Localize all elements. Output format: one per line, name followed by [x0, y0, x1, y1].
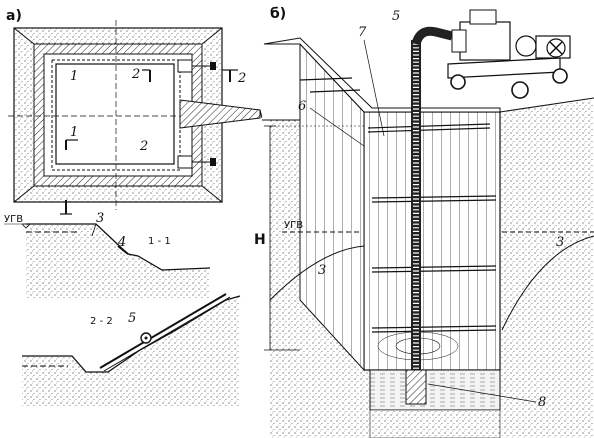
- plan-callout-1b: 1: [70, 125, 78, 140]
- hose-filter: [405, 369, 427, 405]
- plan-callout-2c: 2: [237, 71, 246, 86]
- panel-a-label: а): [6, 8, 22, 24]
- section-mark-1-bottom: [60, 200, 72, 215]
- section-mark-1-top: [65, 139, 78, 150]
- section-1-1-callout-4: 4: [117, 235, 126, 250]
- section-mark-2-outer: [222, 69, 238, 82]
- pit-bottom-gravel: [369, 409, 501, 438]
- section-1-1-title: 1 - 1: [148, 236, 171, 247]
- panel-b-callout-3-left: 3: [318, 263, 326, 278]
- section-2-2-ground: [22, 296, 240, 406]
- section-1-1: УГВ 1 - 1 3 4: [4, 211, 211, 298]
- panel-b-callout-6: 6: [298, 99, 306, 114]
- section-1-1-callout-3: 3: [96, 211, 104, 226]
- plan-pit-bottom: [55, 63, 175, 165]
- section-mark-2-inner: [142, 69, 151, 82]
- section-1-1-ground: [26, 224, 210, 298]
- pit-water: [369, 369, 501, 411]
- pit-top-rim: [263, 37, 501, 113]
- plan-callout-2b: 2: [139, 139, 148, 154]
- section-1-1-ugv: УГВ: [4, 214, 23, 225]
- plan-pump-bottom: [177, 155, 216, 169]
- panel-b-ugv: УГВ: [284, 220, 303, 231]
- pit-perspective: УГВ: [254, 6, 594, 438]
- panel-b-callout-8: 8: [538, 395, 546, 410]
- panel-b-callout-5: 5: [392, 9, 400, 24]
- plan-callout-1: 1: [70, 69, 78, 84]
- pump-wheel-front-right: [511, 81, 529, 99]
- section-2-2-title: 2 - 2: [90, 316, 113, 327]
- section-2-2-callout-5: 5: [128, 311, 136, 326]
- struts: [299, 77, 497, 333]
- pump-wheel-back: [552, 68, 568, 84]
- panel-b-label: б): [270, 6, 286, 22]
- depth-label-h: H: [254, 232, 266, 248]
- pump-unit: [447, 9, 571, 99]
- pump-wheel-front-left: [450, 74, 466, 90]
- plan-view: а) 1 2 1 2 2: [6, 8, 263, 215]
- plan-ramp: [179, 99, 261, 129]
- ground-right-mass: [500, 100, 594, 438]
- hose-bend: [411, 26, 454, 46]
- plan-pump-top: [177, 59, 216, 73]
- plan-callout-2: 2: [131, 67, 140, 82]
- panel-b-callout-3-right: 3: [556, 235, 564, 250]
- section-2-2: 2 - 2 5: [22, 293, 241, 406]
- panel-b-callout-7: 7: [358, 25, 367, 40]
